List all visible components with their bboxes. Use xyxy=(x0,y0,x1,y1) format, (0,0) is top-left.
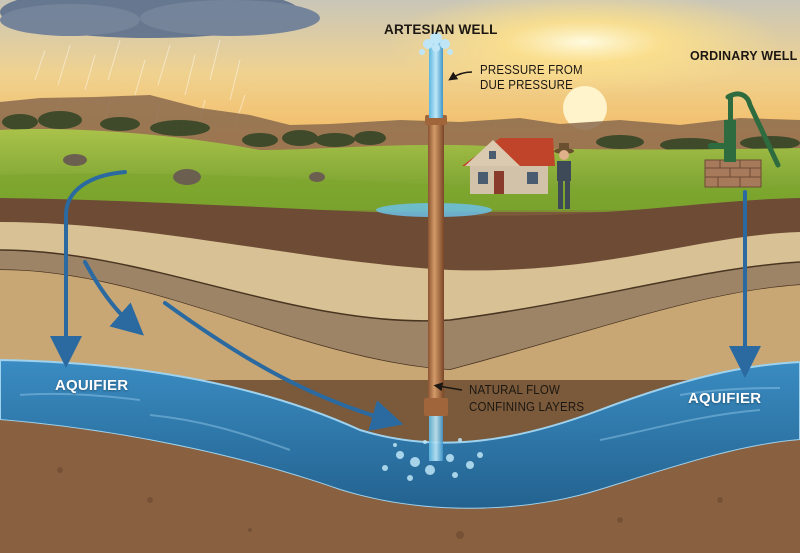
ordinary-well xyxy=(704,91,781,188)
ordinary-well-label: ORDINARY WELL xyxy=(690,49,798,63)
artesian-well-label: ARTESIAN WELL xyxy=(384,22,498,37)
sun xyxy=(563,86,607,130)
natural-flow-label: NATURAL FLOW CONFINING LAYERS xyxy=(469,382,584,416)
pipe-outflow xyxy=(429,416,443,461)
fountain-spray xyxy=(419,32,453,55)
sand-layer xyxy=(0,270,800,380)
bedrock xyxy=(0,420,800,553)
water-splash xyxy=(382,438,483,481)
layer-flow-arrow xyxy=(83,260,144,336)
pressure-label-line2: DUE PRESSURE xyxy=(480,78,573,92)
confining-layer xyxy=(0,250,800,370)
pressure-label: PRESSURE FROM DUE PRESSURE xyxy=(480,63,583,93)
pressure-label-line1: PRESSURE FROM xyxy=(480,63,583,77)
aquifer-right-label: AQUIFIER xyxy=(688,390,762,407)
fountain-jet xyxy=(429,40,443,118)
artesian-well-pipe xyxy=(428,118,444,415)
rain-infiltration-arrow xyxy=(50,170,127,368)
flow-arrows xyxy=(50,170,761,432)
sand-light-layer xyxy=(0,222,800,321)
aquifer-left-label: AQUIFIER xyxy=(55,377,129,394)
pressure-pointer-arrow xyxy=(448,71,473,81)
topsoil-layer xyxy=(0,198,800,272)
rocks xyxy=(63,154,325,185)
rain-cloud xyxy=(0,0,320,38)
farmer xyxy=(554,143,574,209)
natural-flow-label-line1: NATURAL FLOW xyxy=(469,383,561,397)
long-flow-arrow xyxy=(163,301,404,432)
natural-flow-pointer-arrow xyxy=(433,382,463,392)
tree-line xyxy=(2,111,800,152)
house xyxy=(462,138,555,194)
aquifer-ripples xyxy=(19,387,781,451)
natural-flow-label-line2: CONFINING LAYERS xyxy=(469,400,585,414)
